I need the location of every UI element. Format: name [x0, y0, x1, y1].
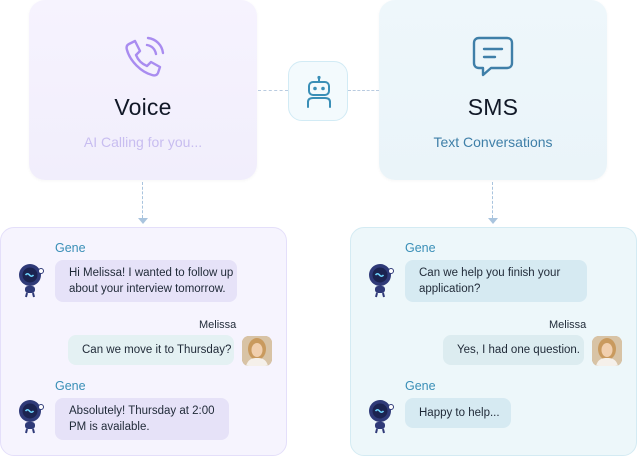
- bot-message-line: Can we help you finish your: [419, 267, 561, 279]
- gene-robot-mascot: [369, 400, 394, 434]
- bot-message-bubble: Hi Melissa! I wanted to follow up about …: [55, 260, 237, 302]
- bot-name: Gene: [405, 379, 436, 393]
- bot-message-bubble: Can we help you finish your application?: [405, 260, 587, 302]
- bot-message-bubble: Happy to help...: [405, 398, 511, 428]
- gene-robot-mascot: [19, 400, 44, 434]
- sms-card[interactable]: SMS Text Conversations: [379, 0, 607, 180]
- gene-robot-mascot: [369, 264, 394, 298]
- user-message-text: Yes, I had one question.: [457, 344, 580, 356]
- sms-arrow-line: [492, 182, 493, 218]
- bot-name: Gene: [405, 241, 436, 255]
- sms-arrow-head: [488, 218, 498, 224]
- bot-message-line: Absolutely! Thursday at 2:00: [69, 405, 215, 417]
- bot-message-text: Happy to help...: [419, 407, 500, 419]
- voice-subtitle: AI Calling for you...: [83, 134, 203, 150]
- gene-robot-mascot: [19, 264, 44, 298]
- user-message-bubble: Yes, I had one question.: [443, 335, 584, 365]
- voice-title: Voice: [114, 94, 172, 120]
- sms-subtitle: Text Conversations: [433, 134, 553, 150]
- bot-name: Gene: [55, 241, 86, 255]
- user-message-bubble: Can we move it to Thursday?: [68, 335, 234, 365]
- robot-icon: [307, 75, 331, 108]
- bot-message-line: PM is available.: [69, 421, 150, 433]
- bot-name: Gene: [55, 379, 86, 393]
- sms-chat-panel: Gene Can we help you finish your applica…: [350, 227, 637, 456]
- bot-message-line: Hi Melissa! I wanted to follow up: [69, 267, 234, 279]
- voice-card[interactable]: Voice AI Calling for you...: [29, 0, 257, 180]
- melissa-avatar: [592, 336, 622, 366]
- voice-chat-panel: Gene Hi Melissa! I wanted to follow up a…: [0, 227, 287, 456]
- connector-left: [258, 90, 288, 91]
- bot-message-line: about your interview tomorrow.: [69, 283, 226, 295]
- user-name: Melissa: [549, 319, 587, 331]
- bot-message-line: application?: [419, 283, 481, 295]
- message-bubble-icon: [472, 36, 514, 77]
- voice-arrow-head: [138, 218, 148, 224]
- robot-hub[interactable]: [288, 61, 348, 121]
- phone-ringing-icon: [125, 36, 165, 77]
- melissa-photo: [592, 336, 622, 366]
- sms-title: SMS: [467, 94, 519, 120]
- melissa-photo: [242, 336, 272, 366]
- melissa-avatar: [242, 336, 272, 366]
- connector-right: [348, 90, 379, 91]
- bot-message-bubble: Absolutely! Thursday at 2:00 PM is avail…: [55, 398, 229, 440]
- voice-arrow-line: [142, 182, 143, 218]
- user-message-text: Can we move it to Thursday?: [82, 344, 232, 356]
- user-name: Melissa: [199, 319, 237, 331]
